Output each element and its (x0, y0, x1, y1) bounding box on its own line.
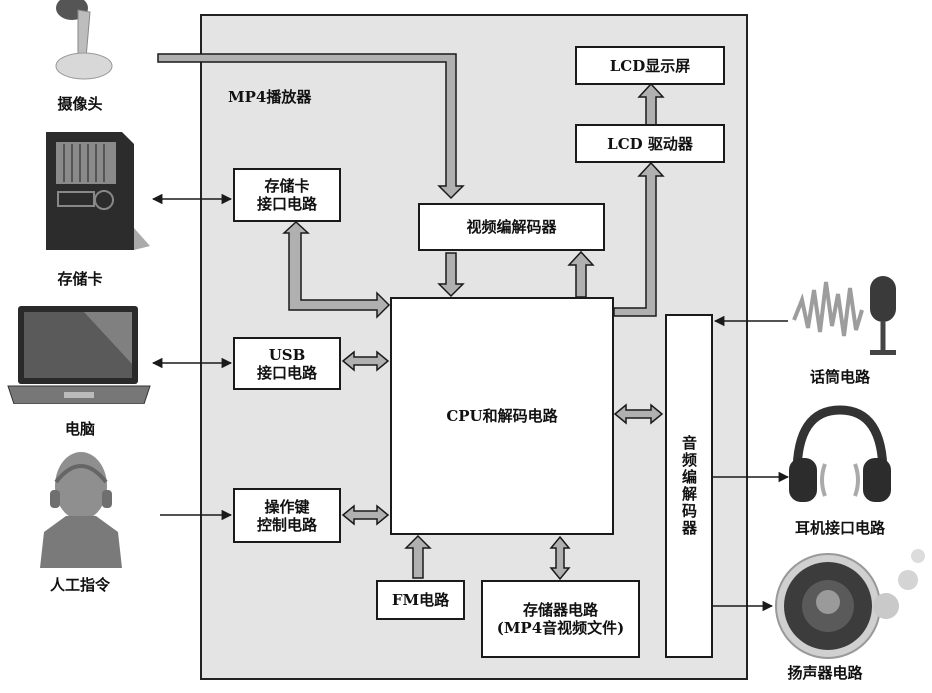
lcd-driver-label: LCD 驱动器 (607, 134, 693, 153)
card-interface-label-1: 存储卡 (264, 177, 310, 195)
usb-interface-block: USB 接口电路 (233, 337, 341, 390)
audio-codec-block: 音频编解码器 (665, 314, 713, 658)
human-label: 人工指令 (49, 576, 110, 594)
bus-lcd-driver-to-lcd-screen (637, 82, 665, 127)
headphones-label: 耳机接口电路 (794, 519, 885, 537)
bus-cpu-to-lcd-driver (613, 161, 665, 317)
computer-label: 电脑 (64, 420, 95, 438)
bus-keys-cpu (341, 504, 390, 526)
bus-cpu-audio-codec (613, 403, 664, 425)
bus-usb-cpu (341, 350, 390, 372)
lcd-screen-label: LCD显示屏 (609, 56, 691, 75)
usb-interface-label-1: USB (268, 345, 306, 364)
headphones-icon (789, 405, 891, 502)
lcd-screen-block: LCD显示屏 (575, 46, 725, 85)
camera-icon (55, 0, 113, 80)
memory-card-label: 存储卡 (57, 270, 103, 288)
video-codec-block: 视频编解码器 (418, 203, 605, 251)
card-interface-block: 存储卡 接口电路 (233, 168, 341, 222)
bus-card-interface-cpu (282, 220, 391, 319)
fm-label: FM电路 (391, 591, 450, 609)
player-title: MP4播放器 (228, 88, 312, 106)
bus-cpu-to-video-codec (567, 250, 595, 298)
keys-control-label-2: 控制电路 (256, 515, 317, 534)
person-icon (40, 452, 122, 568)
audio-codec-label: 音频编解码器 (680, 435, 698, 537)
bus-fm-to-cpu (404, 534, 432, 579)
camera-label: 摄像头 (57, 95, 103, 113)
microphone-icon (792, 276, 896, 355)
memory-card-icon (46, 132, 150, 250)
microphone-label: 话筒电路 (809, 368, 870, 386)
bus-memory-cpu (549, 535, 571, 581)
lcd-driver-block: LCD 驱动器 (575, 124, 725, 163)
memory-block: 存储器电路 (MP4音视频文件) (481, 580, 640, 658)
cpu-block: CPU和解码电路 (390, 297, 614, 535)
usb-interface-label-2: 接口电路 (256, 363, 317, 382)
video-codec-label: 视频编解码器 (466, 218, 557, 236)
bus-video-codec-to-cpu (437, 252, 465, 298)
memory-label-1: 存储器电路 (522, 601, 598, 619)
fm-block: FM电路 (376, 580, 465, 620)
laptop-icon (7, 306, 151, 404)
cpu-label: CPU和解码电路 (446, 407, 558, 425)
memory-label-2: (MP4音视频文件) (496, 619, 625, 637)
card-interface-label-2: 接口电路 (256, 195, 317, 213)
speaker-icon (775, 549, 925, 659)
bus-camera-to-video-codec (157, 53, 465, 200)
keys-control-block: 操作键 控制电路 (233, 488, 341, 543)
speaker-label: 扬声器电路 (787, 664, 863, 682)
keys-control-label-1: 操作键 (264, 497, 310, 516)
